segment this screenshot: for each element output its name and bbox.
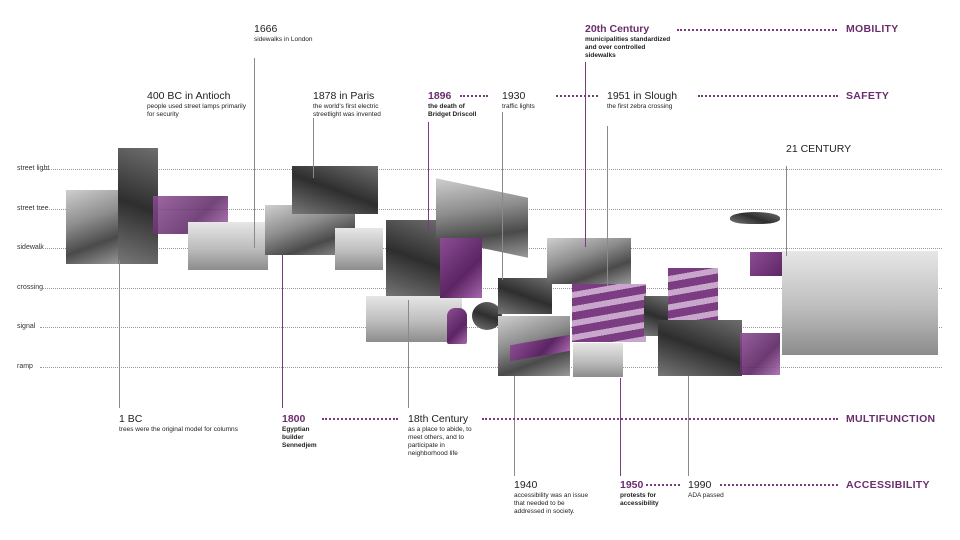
row-label-sidewalk: sidewalk — [17, 244, 44, 251]
event-desc: sidewalks in London — [254, 36, 313, 43]
event-desc: municipalities standardized and over con… — [585, 36, 671, 59]
event-1800: 1800 Egyptian builder Sennedjem — [282, 413, 332, 450]
photo-hydrant — [447, 308, 467, 344]
theme-safety: SAFETY — [846, 90, 890, 102]
photo-modern-sidewalk — [782, 251, 938, 355]
event-year: 1950 — [620, 479, 644, 491]
event-1930: 1930 traffic lights — [502, 90, 550, 111]
event-year: 400 BC in Antioch — [147, 90, 231, 102]
photo-purple-figure — [440, 238, 482, 298]
photo-zebra-crossing — [572, 284, 646, 342]
connector-1950 — [620, 378, 621, 476]
leader-multifunction — [482, 418, 838, 420]
event-year: 20th Century — [585, 23, 650, 35]
event-1878: 1878 in Paris the world's first electric… — [313, 90, 405, 119]
event-year: 1666 — [254, 23, 278, 35]
leader-1930-safety — [556, 95, 598, 97]
event-year: 1 BC — [119, 413, 143, 425]
photo-paris-street — [292, 166, 378, 214]
event-20th-century: 20th Century municipalities standardized… — [585, 23, 677, 60]
event-year: 1896 — [428, 90, 452, 102]
event-1990: 1990 ADA passed — [688, 479, 738, 500]
connector-18th-century — [408, 300, 409, 408]
event-desc: traffic lights — [502, 103, 535, 110]
photo-street-lamp-column — [118, 148, 158, 264]
event-desc: trees were the original model for column… — [119, 426, 238, 433]
event-year: 1930 — [502, 90, 526, 102]
photo-crowd-street — [66, 190, 120, 264]
event-year: 1878 in Paris — [313, 90, 375, 102]
event-1bc: 1 BC trees were the original model for c… — [119, 413, 249, 434]
connector-1951 — [607, 126, 608, 286]
event-1666: 1666 sidewalks in London — [254, 23, 344, 44]
row-label-crossing: crossing — [17, 284, 44, 291]
connector-1896 — [428, 122, 429, 232]
event-year: 21 CENTURY — [786, 143, 852, 155]
event-desc: the world's first electric streetlight w… — [313, 103, 381, 118]
row-guide-crossing — [40, 288, 942, 289]
connector-1800 — [282, 255, 283, 408]
row-label-street-tree: street tree — [17, 205, 49, 212]
photo-street-scene — [366, 296, 462, 342]
event-desc: accessibility was an issue that needed t… — [514, 492, 589, 515]
connector-1930 — [502, 112, 503, 280]
event-18th-century: 18th Century as a place to abide, to mee… — [408, 413, 480, 458]
event-desc: people used street lamps primarily for s… — [147, 103, 246, 118]
event-1951: 1951 in Slough the first zebra crossing — [607, 90, 693, 111]
photo-bicycle — [335, 228, 383, 270]
photo-protest — [573, 343, 623, 377]
row-label-signal: signal — [17, 323, 36, 330]
leader-1896-safety — [460, 95, 488, 97]
event-desc: the first zebra crossing — [607, 103, 673, 110]
theme-multifunction: MULTIFUNCTION — [846, 413, 936, 425]
connector-1990 — [688, 376, 689, 476]
photo-accessible-ramp — [740, 333, 780, 375]
connector-1bc — [119, 260, 120, 408]
event-21-century: 21 CENTURY — [786, 143, 866, 155]
leader-mobility — [677, 29, 837, 31]
event-year: 1940 — [514, 479, 538, 491]
event-400bc: 400 BC in Antioch people used street lam… — [147, 90, 247, 119]
photo-old-buildings — [188, 222, 268, 270]
event-year: 1990 — [688, 479, 712, 491]
theme-mobility: MOBILITY — [846, 23, 899, 35]
row-guide-street-light — [40, 169, 942, 170]
event-1950: 1950 protests for accessibility — [620, 479, 670, 508]
connector-21-century — [786, 166, 787, 256]
leader-safety — [698, 95, 838, 97]
event-year: 1951 in Slough — [607, 90, 678, 102]
row-guide-ramp — [40, 367, 942, 368]
theme-accessibility: ACCESSIBILITY — [846, 479, 930, 491]
event-desc: as a place to abide, to meet others, and… — [408, 426, 472, 457]
row-label-ramp: ramp — [17, 363, 33, 370]
photo-city-buildings — [547, 238, 631, 284]
event-desc: Egyptian builder Sennedjem — [282, 426, 317, 449]
connector-1940 — [514, 376, 515, 476]
connector-20th-century — [585, 62, 586, 247]
leader-1950-accessibility — [646, 484, 680, 486]
photo-ada-gathering — [658, 320, 742, 376]
photo-traffic-lights — [498, 278, 552, 314]
leader-1800-multifunction — [322, 418, 398, 420]
event-desc: ADA passed — [688, 492, 724, 499]
connector-1878 — [313, 118, 314, 178]
event-desc: protests for accessibility — [620, 492, 659, 507]
connector-1666 — [254, 58, 255, 248]
event-year: 18th Century — [408, 413, 469, 425]
event-1896: 1896 the death of Bridget Driscoll — [428, 90, 484, 119]
row-label-street-light: street light — [17, 165, 50, 172]
event-1940: 1940 accessibility was an issue that nee… — [514, 479, 592, 516]
photo-purple-stairs — [668, 268, 718, 322]
event-desc: the death of Bridget Driscoll — [428, 103, 477, 118]
wait-sign-icon — [472, 302, 502, 330]
photo-modern-lamp — [730, 212, 780, 224]
leader-accessibility — [720, 484, 838, 486]
event-year: 1800 — [282, 413, 306, 425]
